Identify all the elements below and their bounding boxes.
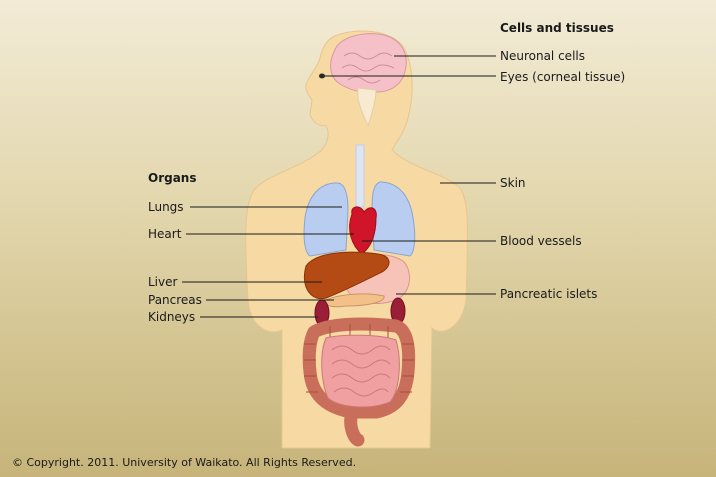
kidneys-label: Kidneys (148, 310, 196, 324)
pancreas-shape (325, 293, 385, 308)
trachea (355, 144, 365, 208)
heart-label: Heart (148, 227, 182, 241)
pointer-lines (182, 55, 496, 318)
copyright-notice: © Copyright. 2011. University of Waikato… (12, 456, 357, 469)
blood-vessels-label: Blood vessels (500, 234, 582, 248)
liver-shape (304, 251, 390, 300)
small-intestine-loops (331, 345, 391, 397)
left-lung (303, 182, 349, 257)
brain-stem (357, 87, 377, 128)
pancreas-label: Pancreas (148, 293, 202, 307)
eye-shape (319, 73, 325, 79)
lungs-label: Lungs (148, 200, 184, 214)
pancreatic-islets-label: Pancreatic islets (500, 287, 598, 301)
cells-tissues-heading: Cells and tissues (500, 21, 614, 35)
brain-shape (330, 33, 407, 93)
brain-folds (341, 52, 395, 84)
organs-heading: Organs (148, 171, 197, 185)
heart-shape (349, 206, 377, 255)
right-lung (371, 181, 416, 257)
skin-label: Skin (500, 176, 526, 190)
colon-folds (304, 324, 414, 393)
liver-label: Liver (148, 275, 178, 289)
colon-shape (302, 317, 416, 447)
small-intestine-shape (321, 334, 400, 408)
eyes-label: Eyes (corneal tissue) (500, 70, 626, 84)
neuronal-cells-label: Neuronal cells (500, 49, 585, 63)
